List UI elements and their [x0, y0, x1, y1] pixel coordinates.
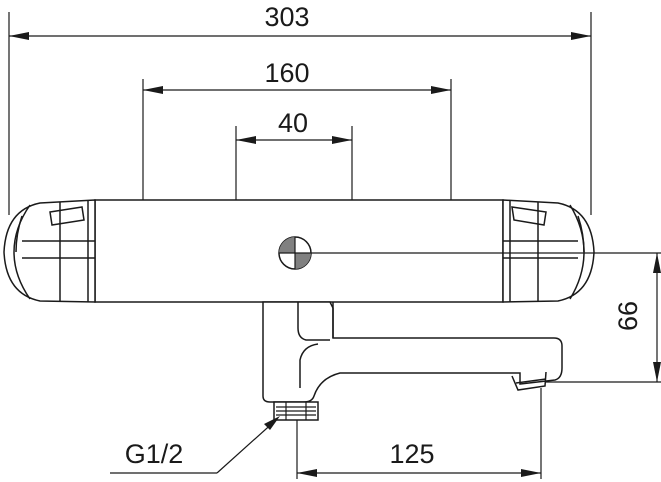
- arrowhead-left: [236, 136, 256, 144]
- arrowhead-down: [653, 362, 661, 382]
- arrowhead-callout: [264, 416, 280, 430]
- dimension-handle-distance: 40: [235, 108, 353, 200]
- arrowhead-right: [521, 469, 541, 477]
- height-label: 66: [613, 301, 643, 331]
- arrowhead-left: [297, 469, 317, 477]
- left-handle: [3, 199, 96, 303]
- left-handle-grip: [49, 206, 85, 226]
- overall-width-label: 303: [264, 2, 309, 32]
- arrowhead-right: [571, 32, 591, 40]
- arrowhead-up: [653, 253, 661, 273]
- right-handle-grip: [511, 206, 547, 226]
- spout: [262, 301, 563, 403]
- arrowhead-left: [9, 32, 29, 40]
- centre-distance-label: 160: [264, 58, 309, 88]
- right-handle: [502, 199, 595, 303]
- arrowhead-right: [332, 136, 352, 144]
- thread-connector: [273, 401, 319, 421]
- dimension-spout-reach: 125: [296, 388, 542, 479]
- dimension-height: 66: [545, 253, 661, 383]
- handle-distance-label: 40: [278, 108, 308, 138]
- outlet-centre-marker: [278, 236, 312, 270]
- spout-reach-label: 125: [389, 439, 434, 469]
- dimension-centre-distance: 160: [142, 58, 452, 200]
- thread-callout: G1/2: [110, 416, 280, 474]
- mixer-body: [3, 199, 595, 421]
- arrowhead-left: [143, 86, 163, 94]
- thread-label: G1/2: [125, 439, 184, 469]
- dimension-overall-width: 303: [8, 2, 592, 215]
- arrowhead-right: [431, 86, 451, 94]
